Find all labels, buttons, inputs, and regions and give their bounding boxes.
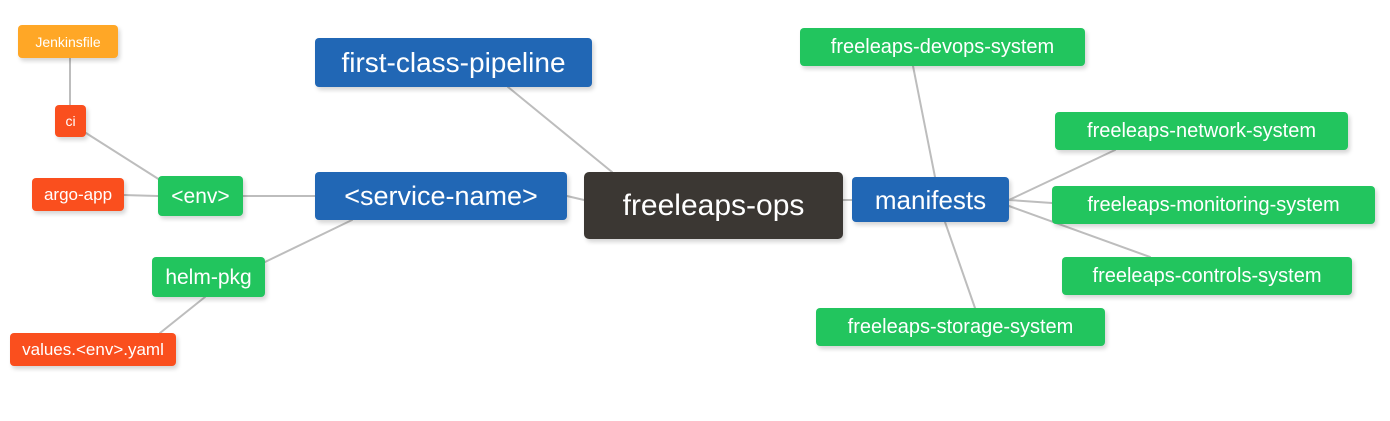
edge-ci-to-env xyxy=(85,132,161,181)
node-manifests[interactable]: manifests xyxy=(852,177,1009,222)
edge-values-yaml-to-helm-pkg xyxy=(159,296,206,334)
node-values-yaml[interactable]: values.<env>.yaml xyxy=(10,333,176,366)
edge-manifests-to-monitor-sys xyxy=(1008,199,1053,204)
node-monitor-sys[interactable]: freeleaps-monitoring-system xyxy=(1052,186,1375,224)
node-jenkinsfile[interactable]: Jenkinsfile xyxy=(18,25,118,58)
node-service-name[interactable]: <service-name> xyxy=(315,172,567,220)
edge-manifests-to-devops-sys xyxy=(912,65,936,178)
node-devops-sys[interactable]: freeleaps-devops-system xyxy=(800,28,1085,66)
edge-pipeline-to-root xyxy=(507,86,613,173)
edge-manifests-to-controls-sys xyxy=(1008,205,1151,258)
node-argo-app[interactable]: argo-app xyxy=(32,178,124,211)
node-controls-sys[interactable]: freeleaps-controls-system xyxy=(1062,257,1352,295)
node-network-sys[interactable]: freeleaps-network-system xyxy=(1055,112,1348,150)
node-storage-sys[interactable]: freeleaps-storage-system xyxy=(816,308,1105,346)
node-root[interactable]: freeleaps-ops xyxy=(584,172,843,239)
edge-helm-pkg-to-service-name xyxy=(264,219,353,263)
node-env[interactable]: <env> xyxy=(158,176,243,216)
edge-manifests-to-storage-sys xyxy=(944,221,976,309)
node-ci[interactable]: ci xyxy=(55,105,86,137)
edge-service-name-to-root xyxy=(566,195,585,201)
node-pipeline[interactable]: first-class-pipeline xyxy=(315,38,592,87)
edge-manifests-to-network-sys xyxy=(1008,149,1116,201)
edge-argo-app-to-env xyxy=(123,194,159,197)
node-helm-pkg[interactable]: helm-pkg xyxy=(152,257,265,297)
